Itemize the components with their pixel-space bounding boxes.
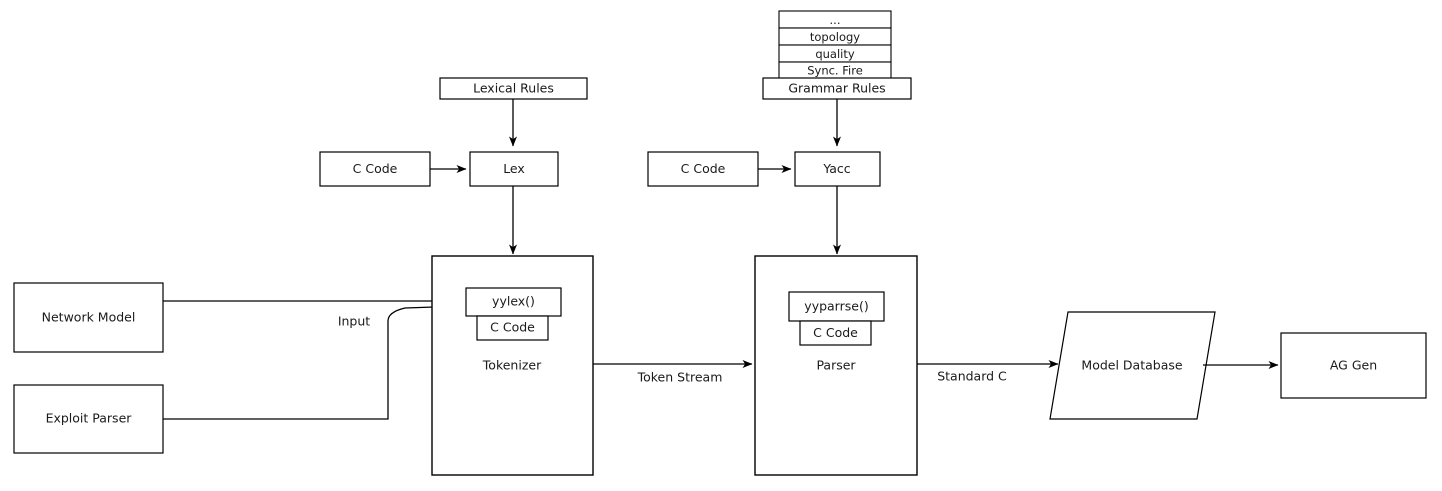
yacc-label: Yacc xyxy=(822,161,850,176)
yacc-c-code-box: C Code xyxy=(647,151,759,187)
yacc-box: Yacc xyxy=(794,151,881,187)
lexical-rules-label: Lexical Rules xyxy=(473,81,554,96)
lex-c-code-label: C Code xyxy=(353,161,398,176)
yyparrse-function-rect xyxy=(788,291,885,322)
network-model-rect xyxy=(13,282,164,353)
grammar-rules-label: Grammar Rules xyxy=(788,81,885,96)
network-model-label: Network Model xyxy=(42,310,136,325)
exploit-parser-box: Exploit Parser xyxy=(13,384,164,454)
ag-gen-label: AG Gen xyxy=(1330,358,1377,373)
lex-label: Lex xyxy=(503,161,525,176)
edge-exploit-parser-to-yylex xyxy=(163,302,465,420)
tokenizer-container: yylex() C Code Tokenizer xyxy=(431,255,594,476)
lexical-rules-box: Lexical Rules xyxy=(439,77,588,100)
parser-c-code-rect xyxy=(799,320,872,346)
grammar-rules-box: Grammar Rules xyxy=(762,77,912,100)
exploit-parser-rect xyxy=(13,384,164,454)
parser-container: yyparrse() C Code Parser xyxy=(754,255,918,476)
grammar-rules-stack: ... topology quality Sync. Fire xyxy=(778,10,892,80)
edge-label-input: Input xyxy=(338,314,370,329)
ag-gen-rect xyxy=(1280,332,1427,399)
model-database-shape xyxy=(1049,311,1216,420)
parser-label: Parser xyxy=(816,358,856,373)
edge-label-token-stream: Token Stream xyxy=(637,370,723,385)
yacc-c-code-label: C Code xyxy=(681,161,726,176)
lex-rect xyxy=(469,151,559,187)
tokenizer-c-code-rect xyxy=(476,315,549,341)
lex-c-code-rect xyxy=(319,151,431,187)
edge-label-standard-c: Standard C xyxy=(937,369,1007,384)
model-database-node: Model Database xyxy=(1049,311,1216,420)
lex-c-code-box: C Code xyxy=(319,151,431,187)
parser-c-code-label: C Code xyxy=(813,325,858,340)
model-database-label: Model Database xyxy=(1081,358,1182,373)
grammar-stack-label-1: topology xyxy=(810,30,860,44)
ag-gen-box: AG Gen xyxy=(1280,332,1427,399)
grammar-stack-label-0: ... xyxy=(830,13,841,27)
yacc-c-code-rect xyxy=(647,151,759,187)
yylex-function-label: yylex() xyxy=(492,294,535,309)
network-model-box: Network Model xyxy=(13,282,164,353)
lex-box: Lex xyxy=(469,151,559,187)
tokenizer-c-code-label: C Code xyxy=(490,320,535,335)
grammar-stack-label-3: Sync. Fire xyxy=(807,64,863,78)
yacc-rect xyxy=(794,151,881,187)
exploit-parser-label: Exploit Parser xyxy=(46,411,133,426)
yyparrse-function-label: yyparrse() xyxy=(804,299,868,314)
tokenizer-label: Tokenizer xyxy=(482,358,542,373)
grammar-stack-label-2: quality xyxy=(815,47,855,61)
